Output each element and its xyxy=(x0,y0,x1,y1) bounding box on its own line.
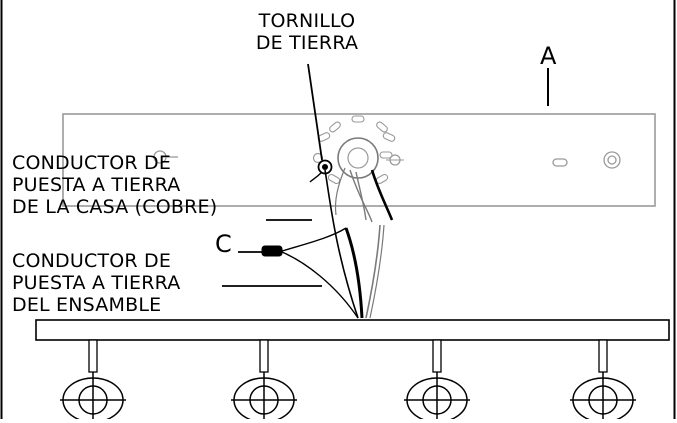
assembly-ground-label-line2: PUESTA A TIERRA xyxy=(12,272,181,294)
lamp-holder-2 xyxy=(231,339,297,423)
plate-slot xyxy=(552,158,568,167)
house-ground-label-line3: DE LA CASA (COBRE) xyxy=(12,196,218,218)
house-ground-label-line1: CONDUCTOR DE xyxy=(12,152,172,174)
plate-left-screw xyxy=(153,150,178,164)
house-ground-wire xyxy=(324,169,359,319)
center-wire-3 xyxy=(334,167,346,216)
mounting-plate xyxy=(62,113,656,207)
ground-screw-label-line1: TORNILLO xyxy=(258,10,356,32)
assembly-ground-label-line1: CONDUCTOR DE xyxy=(12,250,172,272)
center-wire-2 xyxy=(355,171,367,221)
lamp-holder-4 xyxy=(570,339,636,423)
lamp-holder-3 xyxy=(404,339,470,423)
ground-screw-label-line2: DE TIERRA xyxy=(255,32,359,54)
house-ground-label: CONDUCTOR DE PUESTA A TIERRA DE LA CASA … xyxy=(12,152,217,218)
plate-right-screw xyxy=(603,151,621,169)
wire-connector xyxy=(261,227,359,319)
center-knockout xyxy=(317,115,396,185)
screw-wire-loop xyxy=(309,171,323,183)
ground-screw-label: TORNILLO DE TIERRA xyxy=(228,10,386,54)
plate-center-right-screw xyxy=(386,154,404,166)
lamp-holder-1 xyxy=(60,339,126,423)
house-ground-label-line2: PUESTA A TIERRA xyxy=(12,174,181,196)
assembly-ground-label-line3: DEL ENSAMBLE xyxy=(12,294,162,316)
assembly-wire-gray xyxy=(365,224,381,319)
assembly-wire-gray-2 xyxy=(369,224,385,319)
callout-letter-c: C xyxy=(215,230,232,258)
assembly-wire-black xyxy=(344,227,364,319)
center-wire-black xyxy=(370,169,394,221)
callout-letter-a: A xyxy=(540,42,557,70)
leader-ground-screw xyxy=(307,63,323,161)
assembly-ground-label: CONDUCTOR DE PUESTA A TIERRA DEL ENSAMBL… xyxy=(12,250,180,316)
fixture-bar xyxy=(35,319,670,341)
